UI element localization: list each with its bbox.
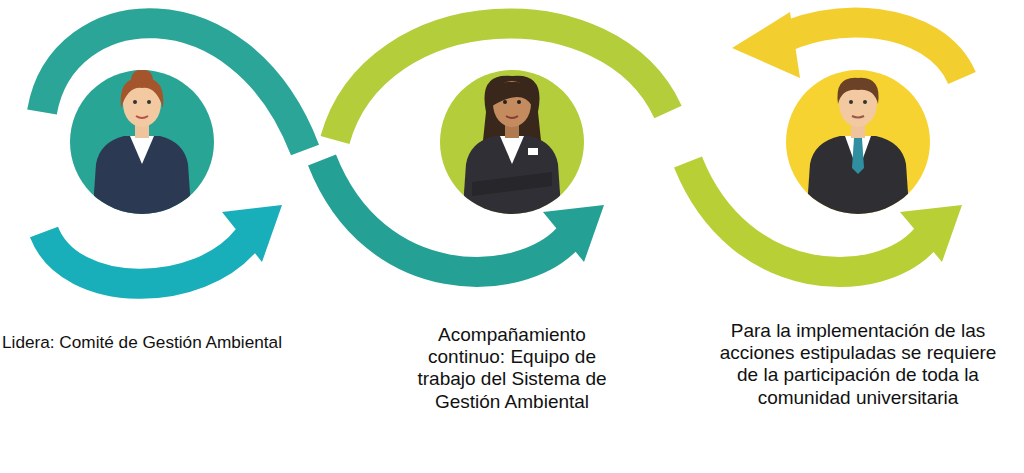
arrowhead xyxy=(900,205,962,262)
arrowhead xyxy=(222,205,282,262)
arrowhead xyxy=(732,12,800,78)
person-figure xyxy=(786,70,930,222)
person-circle: Lidera: Comité de Gestión Ambiental xyxy=(70,70,214,214)
arrowhead xyxy=(543,205,604,262)
step-caption: Acompañamiento continuo: Equipo de traba… xyxy=(405,324,620,413)
step-caption: Para la implementación de las acciones e… xyxy=(716,320,1001,409)
person-circle: Para la implementación de las acciones e… xyxy=(786,70,930,214)
step-caption: Lidera: Comité de Gestión Ambiental xyxy=(2,332,282,352)
swoosh xyxy=(44,232,248,284)
person-circle: Acompañamiento continuo: Equipo de traba… xyxy=(440,70,584,214)
swoosh xyxy=(770,22,962,78)
person-figure xyxy=(70,69,214,222)
person-figure xyxy=(440,70,584,222)
swoosh xyxy=(322,160,568,272)
